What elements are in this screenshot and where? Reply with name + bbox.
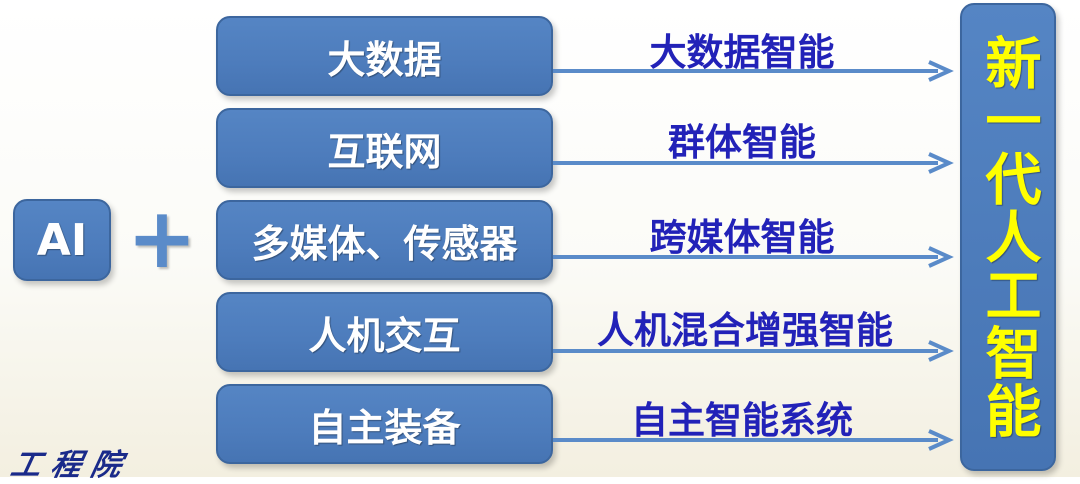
source-box-multimedia-sensors: 多媒体、传感器 — [216, 200, 553, 280]
source-label: 自主装备 — [308, 405, 461, 450]
outcome-label-big-data-intelligence: 大数据智能 — [649, 31, 835, 74]
source-box-human-computer-interaction: 人机交互 — [216, 292, 553, 372]
arrow-icon — [553, 429, 954, 451]
outcome-label-autonomous-intelligent-systems: 自主智能系统 — [631, 399, 853, 442]
arrow-icon — [553, 340, 954, 362]
arrow-icon — [553, 60, 954, 82]
source-box-internet: 互联网 — [216, 108, 553, 188]
outcome-label-swarm-intelligence: 群体智能 — [668, 121, 816, 164]
source-box-big-data: 大数据 — [216, 16, 553, 96]
watermark-logo: 工程院 — [7, 448, 135, 483]
source-label: 互联网 — [327, 129, 442, 174]
plus-icon: + — [126, 189, 198, 287]
outcome-label-cross-media-intelligence: 跨媒体智能 — [649, 216, 835, 259]
result-label: 新一代人工智能 — [976, 34, 1041, 440]
source-label: 大数据 — [327, 37, 442, 82]
arrow-icon — [553, 246, 954, 268]
source-label: 人机交互 — [308, 313, 461, 358]
ai-box: AI — [13, 199, 111, 281]
result-box: 新一代人工智能 — [960, 3, 1056, 471]
source-label: 多媒体、传感器 — [251, 221, 518, 266]
outcome-label-hybrid-augmented-intelligence: 人机混合增强智能 — [597, 309, 893, 352]
source-box-autonomous-equipment: 自主装备 — [216, 384, 553, 464]
ai-label: AI — [36, 214, 88, 266]
arrow-icon — [553, 152, 954, 174]
